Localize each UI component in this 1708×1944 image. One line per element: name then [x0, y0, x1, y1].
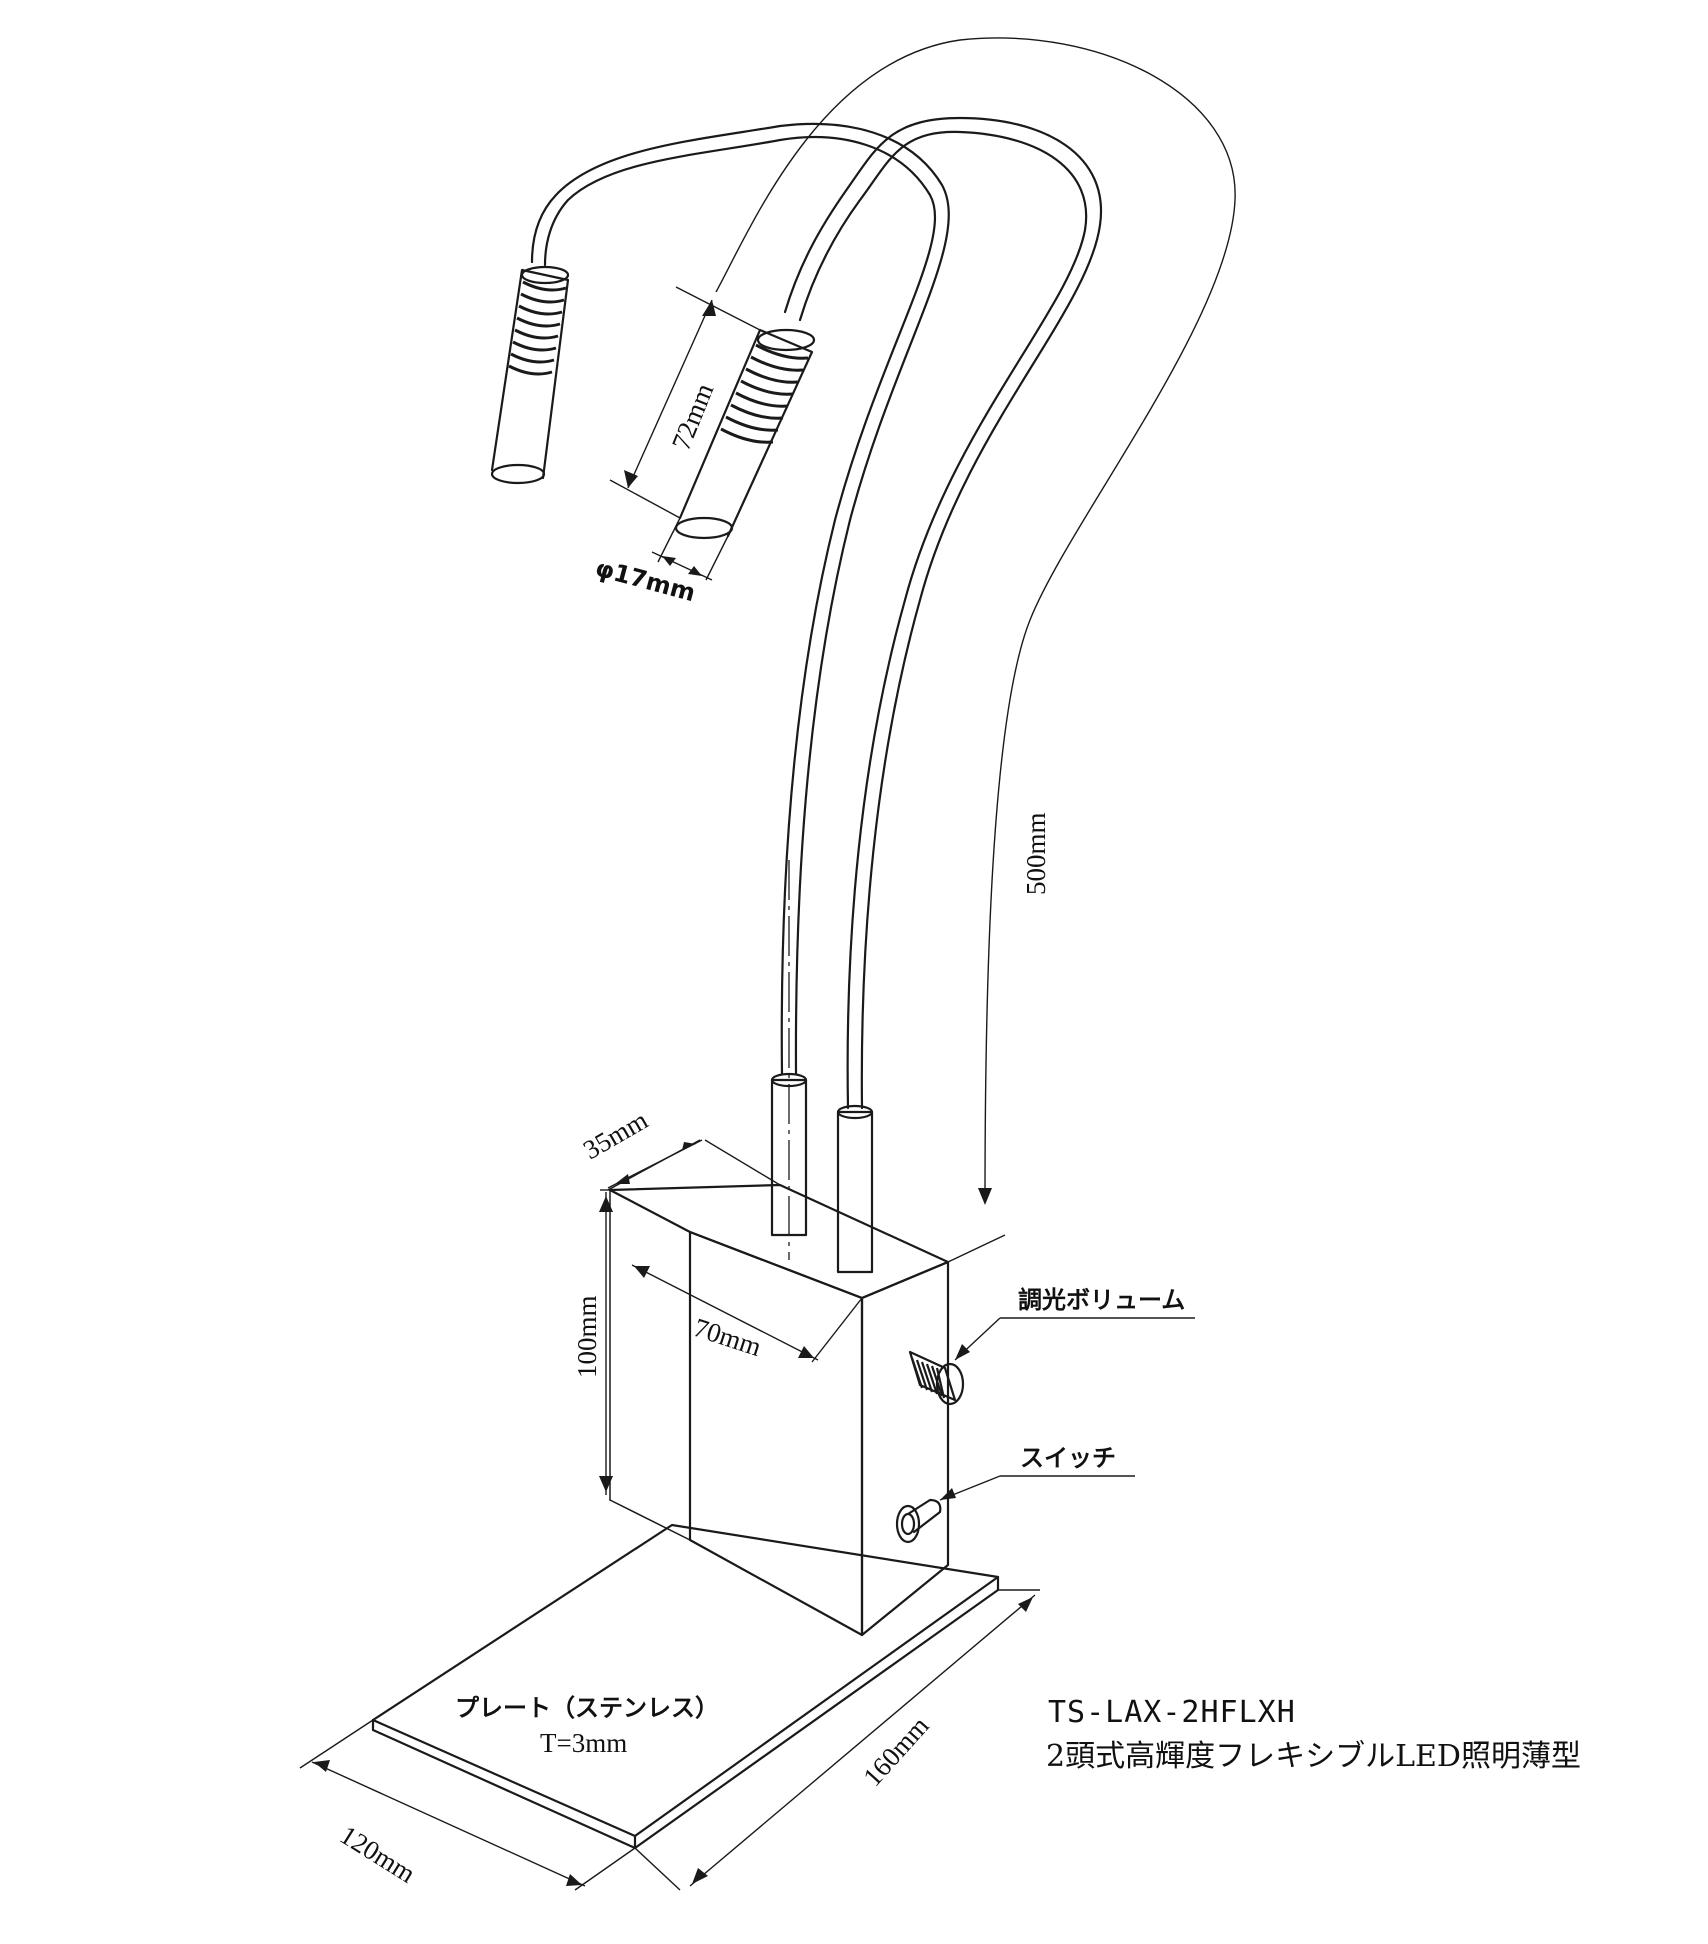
switch-label: スイッチ: [1020, 1444, 1116, 1472]
model-number: TS-LAX-2HFLXH: [1048, 1695, 1296, 1730]
plate-thickness-label: T=3mm: [540, 1728, 627, 1758]
control-box: [608, 1183, 950, 1637]
box-width-label: 70mm: [690, 1312, 765, 1362]
plate-width-label: 120mm: [335, 1820, 421, 1889]
arm-length-label: 500mm: [1021, 812, 1051, 895]
led-head-right: [674, 328, 816, 540]
flexible-arm-left: [530, 122, 950, 1260]
box-height-label: 100mm: [572, 1295, 602, 1378]
arm-posts: [770, 1072, 874, 1274]
plate-length-label: 160mm: [857, 1711, 935, 1792]
box-depth-label: 35mm: [578, 1105, 653, 1165]
base-plate: [371, 1523, 1000, 1850]
product-description: 2頭式高輝度フレキシブルLED照明薄型: [1046, 1739, 1581, 1774]
dimmer-knob-icon: [908, 1350, 965, 1406]
flexible-arm-right: [783, 116, 1103, 1110]
toggle-switch-icon: [895, 1498, 942, 1544]
callout-leaders: [939, 1317, 1195, 1501]
head-diameter-label: φ17mm: [592, 554, 698, 607]
led-head-left: [490, 265, 570, 485]
plate-label: プレート（ステンレス）: [455, 1694, 719, 1722]
dimmer-label: 調光ボリューム: [1018, 1286, 1185, 1314]
dimension-lines: [299, 37, 1236, 1891]
